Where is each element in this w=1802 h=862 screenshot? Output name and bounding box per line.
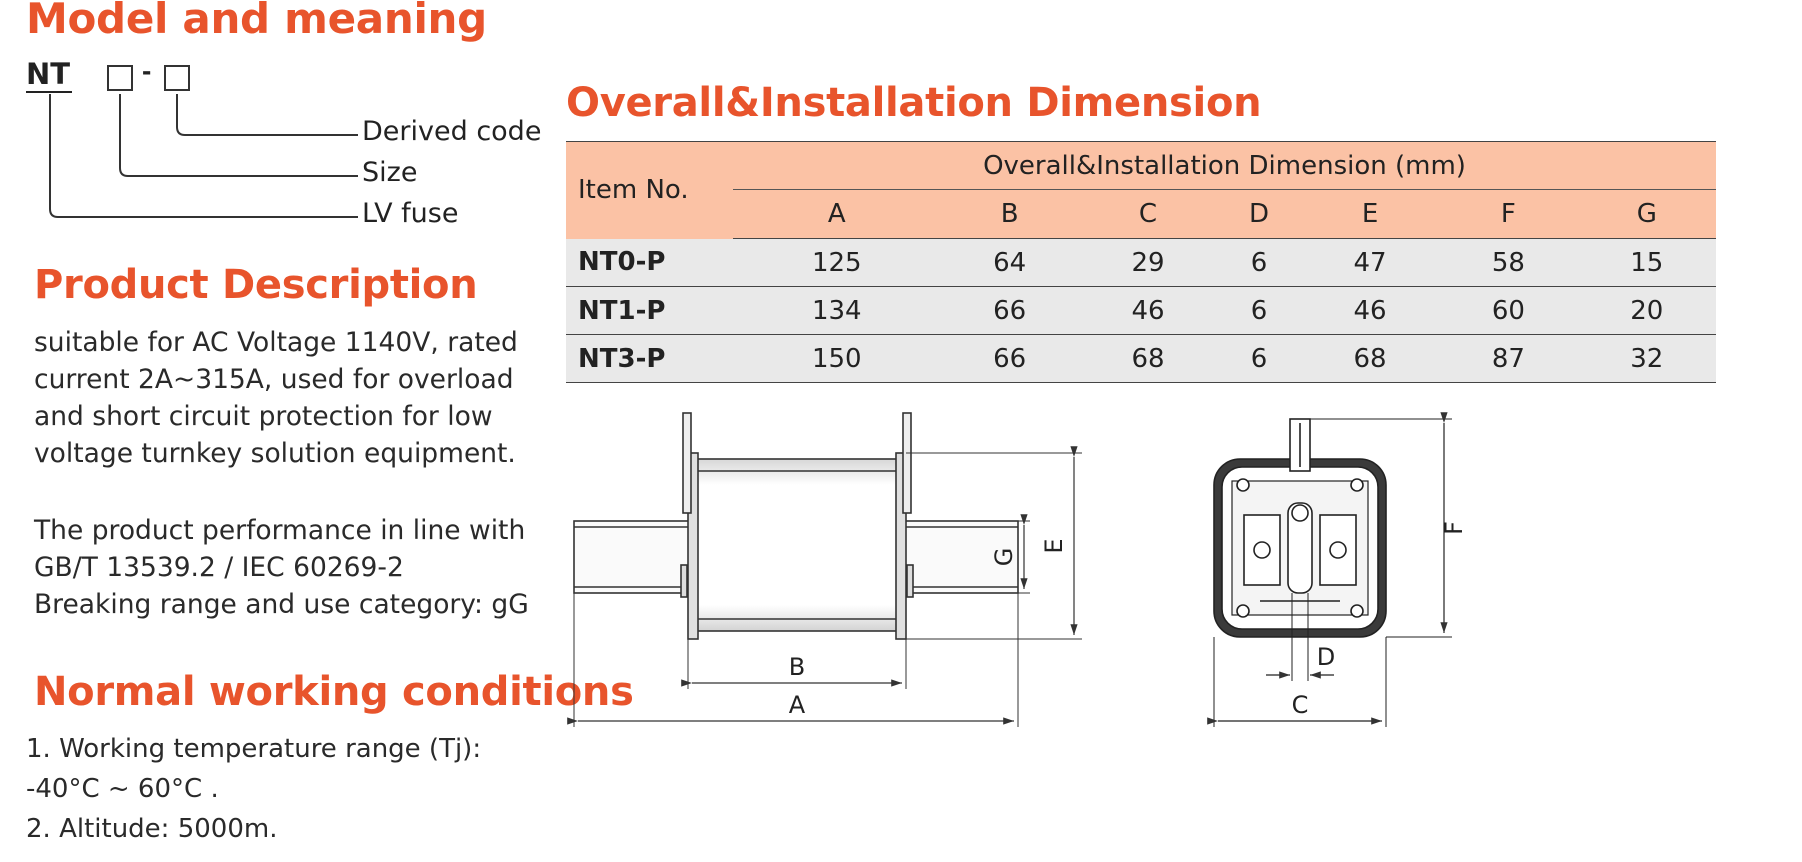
right-blade <box>895 520 1019 594</box>
value-cell: 46 <box>1078 286 1218 335</box>
derived-leader <box>176 94 358 136</box>
model-label-size: Size <box>362 157 418 188</box>
value-cell: 134 <box>733 286 941 335</box>
column-header: B <box>940 189 1079 239</box>
size-box <box>107 65 133 91</box>
condition-line: -40°C ~ 60°C . <box>26 774 219 804</box>
table-row: NT3-P 150 66 68 6 68 87 32 <box>566 334 1716 383</box>
model-label-derived: Derived code <box>362 116 542 147</box>
column-header: F <box>1439 189 1578 239</box>
condition-line: 2. Altitude: 5000m. <box>26 814 278 844</box>
value-cell: 66 <box>940 334 1079 383</box>
value-cell: 32 <box>1577 334 1716 383</box>
left-end-plate <box>687 452 699 640</box>
condition-line: 1. Working temperature range (Tj): <box>26 734 482 764</box>
value-cell: 58 <box>1439 238 1578 287</box>
value-cell: 6 <box>1217 334 1301 383</box>
model-separator: - <box>142 55 152 86</box>
model-label-lvfuse: LV fuse <box>362 198 459 229</box>
dim-label-e: E <box>1040 538 1068 553</box>
column-header: G <box>1577 189 1716 239</box>
dimension-table: Item No. Overall&Installation Dimension … <box>566 141 1716 383</box>
value-cell: 29 <box>1078 238 1218 287</box>
value-cell: 125 <box>733 238 941 287</box>
value-cell: 6 <box>1217 238 1301 287</box>
fuse-body <box>693 458 901 632</box>
left-handle <box>682 412 692 514</box>
size-leader <box>119 94 358 177</box>
dimension-group-header: Overall&Installation Dimension (mm) <box>733 141 1716 190</box>
standard-line: Breaking range and use category: gG <box>34 589 529 620</box>
description-line: voltage turnkey solution equipment. <box>34 438 516 469</box>
conditions-heading: Normal working conditions <box>34 669 634 715</box>
description-line: current 2A~315A, used for overload <box>34 364 514 395</box>
fuse-front-view-drawing: D C F <box>1207 412 1468 727</box>
value-cell: 68 <box>1300 334 1440 383</box>
dim-label-f: F <box>1440 521 1468 535</box>
model-code: NT <box>26 57 71 91</box>
table-row: NT1-P 134 66 46 6 46 60 20 <box>566 286 1716 335</box>
description-line: and short circuit protection for low <box>34 401 493 432</box>
derived-box <box>164 65 190 91</box>
dim-label-a: A <box>789 691 806 719</box>
value-cell: 64 <box>940 238 1079 287</box>
column-header: A <box>733 189 941 239</box>
value-cell: 46 <box>1300 286 1440 335</box>
standard-line: GB/T 13539.2 / IEC 60269-2 <box>34 552 404 583</box>
column-header: E <box>1300 189 1440 239</box>
dimension-heading: Overall&Installation Dimension <box>566 80 1262 126</box>
value-cell: 15 <box>1577 238 1716 287</box>
fuse-side-view-drawing: B A G E <box>567 412 1082 727</box>
value-cell: 66 <box>940 286 1079 335</box>
value-cell: 68 <box>1078 334 1218 383</box>
value-cell: 47 <box>1300 238 1440 287</box>
table-row: NT0-P 125 64 29 6 47 58 15 <box>566 238 1716 287</box>
item-cell: NT0-P <box>566 238 733 287</box>
dim-label-c: C <box>1292 691 1309 719</box>
right-handle <box>902 412 912 514</box>
item-cell: NT1-P <box>566 286 733 335</box>
description-heading: Product Description <box>34 262 478 308</box>
value-cell: 60 <box>1439 286 1578 335</box>
dim-label-b: B <box>789 653 805 681</box>
value-cell: 87 <box>1439 334 1578 383</box>
column-header: C <box>1078 189 1218 239</box>
dim-label-d: D <box>1317 643 1335 671</box>
model-diagram <box>26 65 358 218</box>
value-cell: 20 <box>1577 286 1716 335</box>
description-line: suitable for AC Voltage 1140V, rated <box>34 327 518 358</box>
item-no-header: Item No. <box>566 141 733 239</box>
value-cell: 150 <box>733 334 941 383</box>
lvfuse-leader <box>49 94 358 218</box>
value-cell: 6 <box>1217 286 1301 335</box>
model-heading: Model and meaning <box>26 0 487 43</box>
right-end-plate <box>895 452 907 640</box>
item-cell: NT3-P <box>566 334 733 383</box>
column-header: D <box>1217 189 1301 239</box>
standard-line: The product performance in line with <box>34 515 526 546</box>
dim-label-g: G <box>990 548 1018 567</box>
